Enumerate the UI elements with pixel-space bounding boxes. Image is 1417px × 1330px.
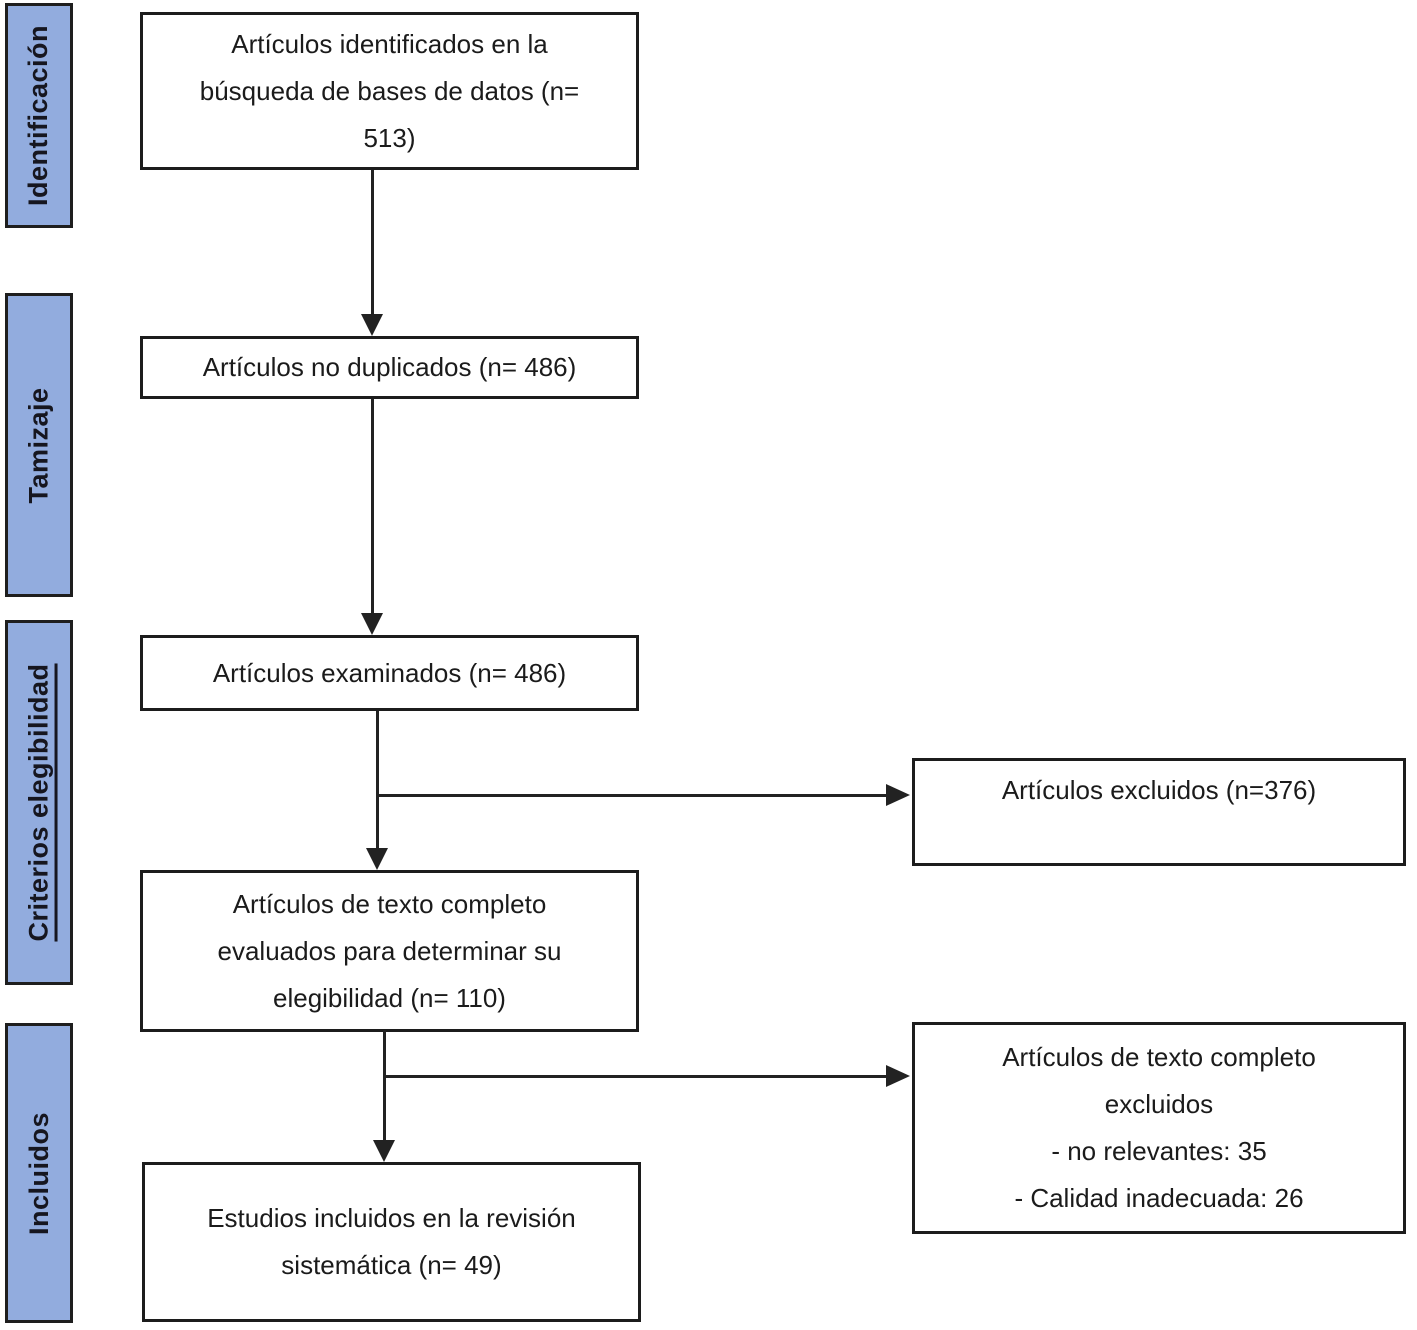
right-arrow-icon — [886, 784, 910, 806]
stage-box-tamizaje: Tamizaje — [5, 293, 73, 597]
stage-label-incluidos: Incluidos — [23, 1111, 54, 1235]
connector-identified-to-noduplicates — [371, 170, 374, 316]
connector-noduplicates-to-screened — [371, 399, 374, 613]
down-arrow-icon — [373, 1140, 395, 1162]
stage-box-criterios-elegibilidad: Criterios elegibilidad — [5, 620, 73, 985]
connector-fulltext-to-included — [383, 1030, 386, 1140]
flow-box-excluded-articles: Artículos excluidos (n=376) — [912, 758, 1406, 866]
down-arrow-icon — [361, 314, 383, 336]
flow-box-fulltext-assessed-articles: Artículos de texto completo evaluados pa… — [140, 870, 639, 1032]
stage-label-criterios-elegibilidad: Criterios elegibilidad — [23, 663, 54, 942]
flow-box-fulltext-excluded-articles: Artículos de texto completo excluidos - … — [912, 1022, 1406, 1234]
flow-box-screened-articles: Artículos examinados (n= 486) — [140, 635, 639, 711]
right-arrow-icon — [886, 1065, 910, 1087]
stage-box-incluidos: Incluidos — [5, 1023, 73, 1323]
connector-screened-to-excluded — [377, 794, 886, 797]
flow-box-identified-articles: Artículos identificados en la búsqueda d… — [140, 12, 639, 170]
stage-label-tamizaje: Tamizaje — [23, 386, 54, 504]
flow-box-included-studies: Estudios incluidos en la revisión sistem… — [142, 1162, 641, 1322]
stage-box-identificacion: Identificación — [5, 3, 73, 228]
down-arrow-icon — [361, 613, 383, 635]
connector-fulltext-to-fulltext-excluded — [384, 1075, 886, 1078]
flow-box-non-duplicated-articles: Artículos no duplicados (n= 486) — [140, 336, 639, 399]
stage-label-identificacion: Identificación — [23, 24, 54, 207]
connector-screened-to-fulltext — [376, 711, 379, 848]
down-arrow-icon — [366, 848, 388, 870]
